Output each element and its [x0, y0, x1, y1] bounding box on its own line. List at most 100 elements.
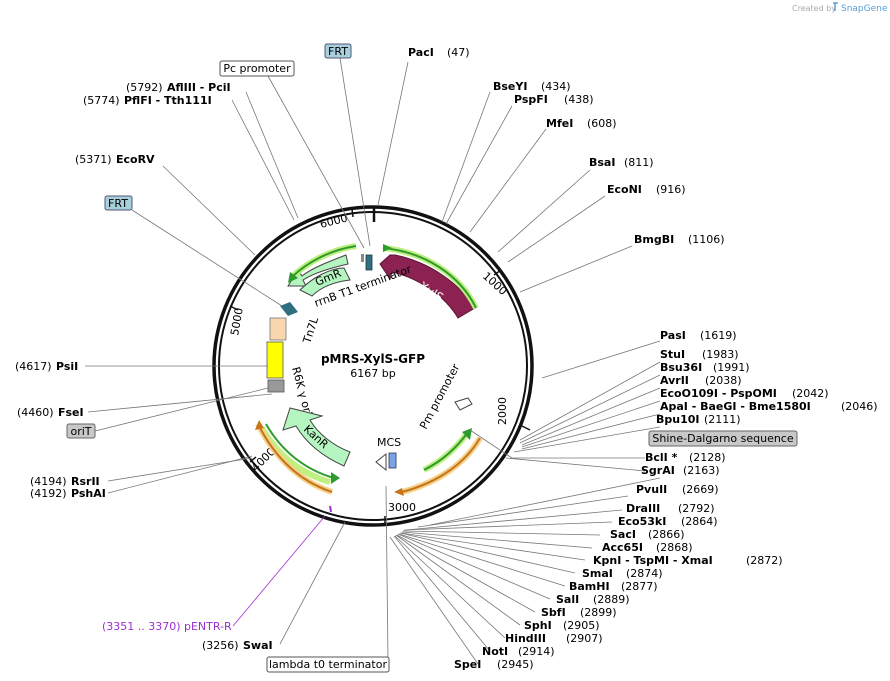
tick-label-3000: 3000 — [388, 501, 416, 514]
svg-text:(2877): (2877) — [621, 580, 658, 593]
site-bamhi[interactable]: BamHI (2877) — [569, 580, 658, 593]
svg-text:(2905): (2905) — [563, 619, 600, 632]
svg-text:(5792): (5792) — [126, 81, 163, 94]
pm-promoter-label: Pm promoter — [417, 361, 462, 431]
svg-text:(1983): (1983) — [702, 348, 739, 361]
svg-text:EcoNI: EcoNI — [607, 183, 642, 196]
site-bsu36i[interactable]: Bsu36I (1991) — [660, 361, 750, 374]
site-sgrai[interactable]: SgrAI (2163) — [641, 464, 720, 477]
pc-promoter-box[interactable] — [219, 60, 295, 77]
mcs-feature[interactable] — [388, 452, 397, 469]
svg-text:(2907): (2907) — [566, 632, 603, 645]
frt-left-box[interactable] — [104, 195, 133, 211]
tn7l-feature[interactable] — [269, 317, 287, 341]
svg-text:MfeI: MfeI — [546, 117, 573, 130]
site-kpni-tspmi-xmai[interactable]: KpnI - TspMI - XmaI (2872) — [593, 554, 783, 567]
svg-text:SbfI: SbfI — [541, 606, 566, 619]
gmr-body — [299, 267, 351, 297]
site-bseyi[interactable]: BseYI (434) — [493, 80, 571, 93]
site-sphi[interactable]: SphI (2905) — [524, 619, 600, 632]
svg-text:(2038): (2038) — [705, 374, 742, 387]
site-draiii[interactable]: DraIII (2792) — [626, 502, 715, 515]
site-rsrii[interactable]: (4194) RsrII — [30, 475, 100, 488]
tick-5000 — [229, 305, 239, 311]
site-bcli[interactable]: BclI * (2128) — [645, 451, 726, 464]
orit-box[interactable] — [66, 423, 96, 439]
site-pacI[interactable]: PacI (47) — [408, 46, 470, 59]
right-green-arrowhead — [462, 428, 472, 440]
svg-text:(2945): (2945) — [497, 658, 534, 671]
site-sbfi[interactable]: SbfI (2899) — [541, 606, 617, 619]
frt-top-label: FRT — [328, 45, 348, 58]
right-orange-arrow — [401, 437, 481, 493]
site-bpu10i[interactable]: Bpu10I (2111) — [656, 413, 741, 426]
svg-text:SalI: SalI — [556, 593, 579, 606]
site-saci[interactable]: SacI (2866) — [610, 528, 685, 541]
svg-text:PacI: PacI — [408, 46, 434, 59]
pentr-name: pENTR-R — [184, 620, 232, 633]
svg-text:(47): (47) — [447, 46, 470, 59]
site-stui[interactable]: StuI (1983) — [660, 348, 739, 361]
frt-top-marker — [365, 254, 373, 271]
site-afliii-pcii[interactable]: (5792) AflIII - PciI — [126, 81, 231, 94]
pentr-leader — [232, 515, 326, 627]
xyls-feature[interactable] — [379, 254, 476, 319]
svg-text:AvrII: AvrII — [660, 374, 689, 387]
r6k-ori-feature[interactable] — [266, 341, 284, 379]
site-ecoo109i-pspomi[interactable]: EcoO109I - PspOMI (2042) — [660, 387, 829, 400]
site-psii[interactable]: (4617) PsiI — [15, 360, 78, 373]
svg-text:(2874): (2874) — [626, 567, 663, 580]
site-hindiii[interactable]: HindIII (2907) — [505, 632, 603, 645]
shine-dalgarno-box[interactable] — [648, 430, 798, 447]
svg-text:(3256): (3256) — [202, 639, 239, 652]
site-avrii[interactable]: AvrII (2038) — [660, 374, 742, 387]
svg-text:SgrAI: SgrAI — [641, 464, 675, 477]
site-acc65i[interactable]: Acc65I (2868) — [602, 541, 693, 554]
tick-label-5000: 5000 — [228, 307, 246, 337]
site-pvuii[interactable]: PvuII (2669) — [636, 483, 719, 496]
xyls-cds-arrow — [382, 247, 477, 309]
site-bsai[interactable]: BsaI (811) — [589, 156, 654, 169]
svg-text:(2042): (2042) — [792, 387, 829, 400]
svg-text:BmgBI: BmgBI — [634, 233, 674, 246]
svg-text:EcoO109I - PspOMI: EcoO109I - PspOMI — [660, 387, 777, 400]
left-orange-arrowhead — [255, 420, 264, 430]
kanr-cds-arrowhead — [331, 472, 340, 484]
plasmid-name: pMRS-XylS-GFP — [321, 352, 425, 366]
frt-top-box[interactable] — [324, 43, 352, 59]
site-spei[interactable]: SpeI (2945) — [454, 658, 534, 671]
site-ecorv[interactable]: (5371) EcoRV — [75, 153, 155, 166]
svg-text:PsiI: PsiI — [56, 360, 78, 373]
site-pshai[interactable]: (4192) PshAI — [30, 487, 106, 500]
site-pasi[interactable]: PasI (1619) — [660, 329, 737, 342]
lambda-t0-box[interactable] — [266, 656, 390, 673]
site-swai[interactable]: (3256) SwaI — [202, 639, 273, 652]
site-econi[interactable]: EcoNI (916) — [607, 183, 686, 196]
site-mfei[interactable]: MfeI (608) — [546, 117, 617, 130]
site-eco53ki[interactable]: Eco53kI (2864) — [618, 515, 718, 528]
site-sali[interactable]: SalI (2889) — [556, 593, 630, 606]
svg-text:KpnI - TspMI - XmaI: KpnI - TspMI - XmaI — [593, 554, 713, 567]
svg-text:(1106): (1106) — [688, 233, 725, 246]
gmr-feature[interactable] — [287, 254, 349, 287]
orit-label: oriT — [70, 425, 91, 438]
site-bmgbi[interactable]: BmgBI (1106) — [634, 233, 725, 246]
shine-dalgarno-label: Shine-Dalgarno sequence — [652, 432, 793, 445]
svg-text:(916): (916) — [656, 183, 686, 196]
site-pflfi-tth111i[interactable]: (5774) PflFI - Tth111I — [83, 94, 212, 107]
kanr-feature[interactable] — [282, 407, 351, 467]
svg-text:(4460): (4460) — [17, 406, 54, 419]
svg-text:SacI: SacI — [610, 528, 636, 541]
site-fsei[interactable]: (4460) FseI — [17, 406, 84, 419]
frt-left-marker — [280, 302, 298, 316]
site-noti[interactable]: NotI (2914) — [482, 645, 555, 658]
pentr-pos: (3351 .. 3370) — [102, 620, 181, 633]
lambda-t0-marker — [375, 452, 387, 472]
svg-text:(2669): (2669) — [682, 483, 719, 496]
site-apai-baegi-bme1580i[interactable]: ApaI - BaeGI - Bme1580I (2046) — [660, 400, 878, 413]
site-smai[interactable]: SmaI (2874) — [582, 567, 663, 580]
site-pspfi[interactable]: PspFI (438) — [514, 93, 594, 106]
credit-text: Created by — [792, 4, 836, 13]
svg-text:RsrII: RsrII — [71, 475, 100, 488]
